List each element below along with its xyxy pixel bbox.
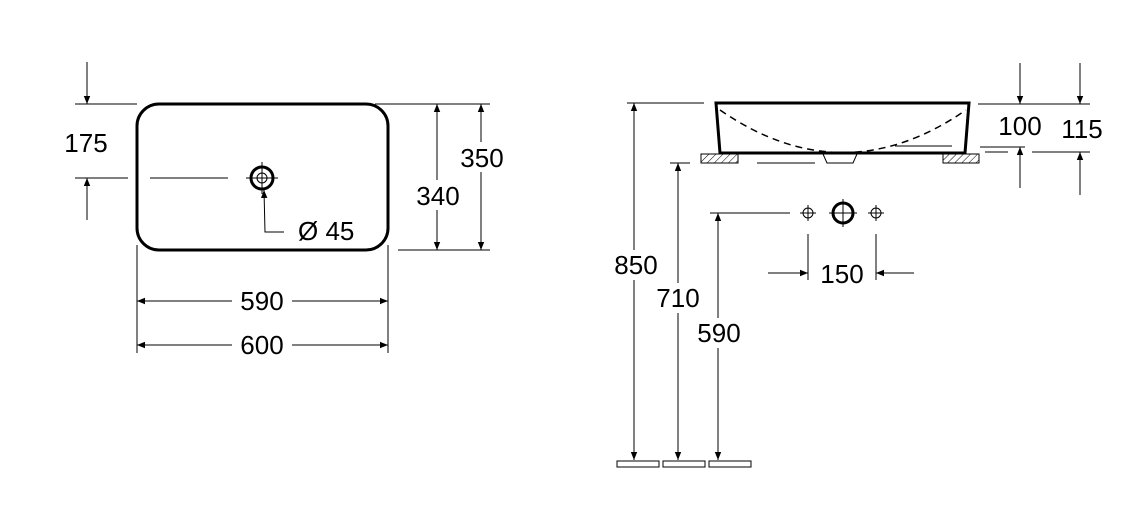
- floor-plate: [616, 460, 660, 468]
- basin-profile: [714, 101, 971, 155]
- dim-115: 115: [1061, 114, 1102, 144]
- top-view: 175 340 350 590 600 Ø 45: [64, 62, 506, 360]
- drain-outlet: [822, 153, 858, 164]
- counter-left: [700, 153, 739, 164]
- dim-150: 150: [820, 259, 863, 289]
- dim-drain-diameter: Ø 45: [298, 216, 354, 246]
- drain-icon: [246, 162, 278, 194]
- dim-100: 100: [998, 111, 1041, 141]
- floor-plate: [708, 460, 752, 468]
- counter-right: [942, 153, 980, 164]
- dim-590-width: 590: [240, 286, 283, 316]
- tap-holes-icon: [800, 199, 884, 227]
- dim-350: 350: [460, 143, 503, 173]
- dim-600: 600: [240, 330, 283, 360]
- dim-175: 175: [64, 128, 107, 158]
- dim-710: 710: [656, 283, 699, 313]
- dim-850: 850: [614, 250, 657, 280]
- floor-plate: [662, 460, 706, 468]
- side-view: 850 710 590 150: [610, 63, 1103, 468]
- dim-340: 340: [416, 181, 459, 211]
- bowl-hidden-line: [719, 109, 967, 154]
- dim-590-height: 590: [697, 318, 740, 348]
- basin-outline: [135, 102, 390, 252]
